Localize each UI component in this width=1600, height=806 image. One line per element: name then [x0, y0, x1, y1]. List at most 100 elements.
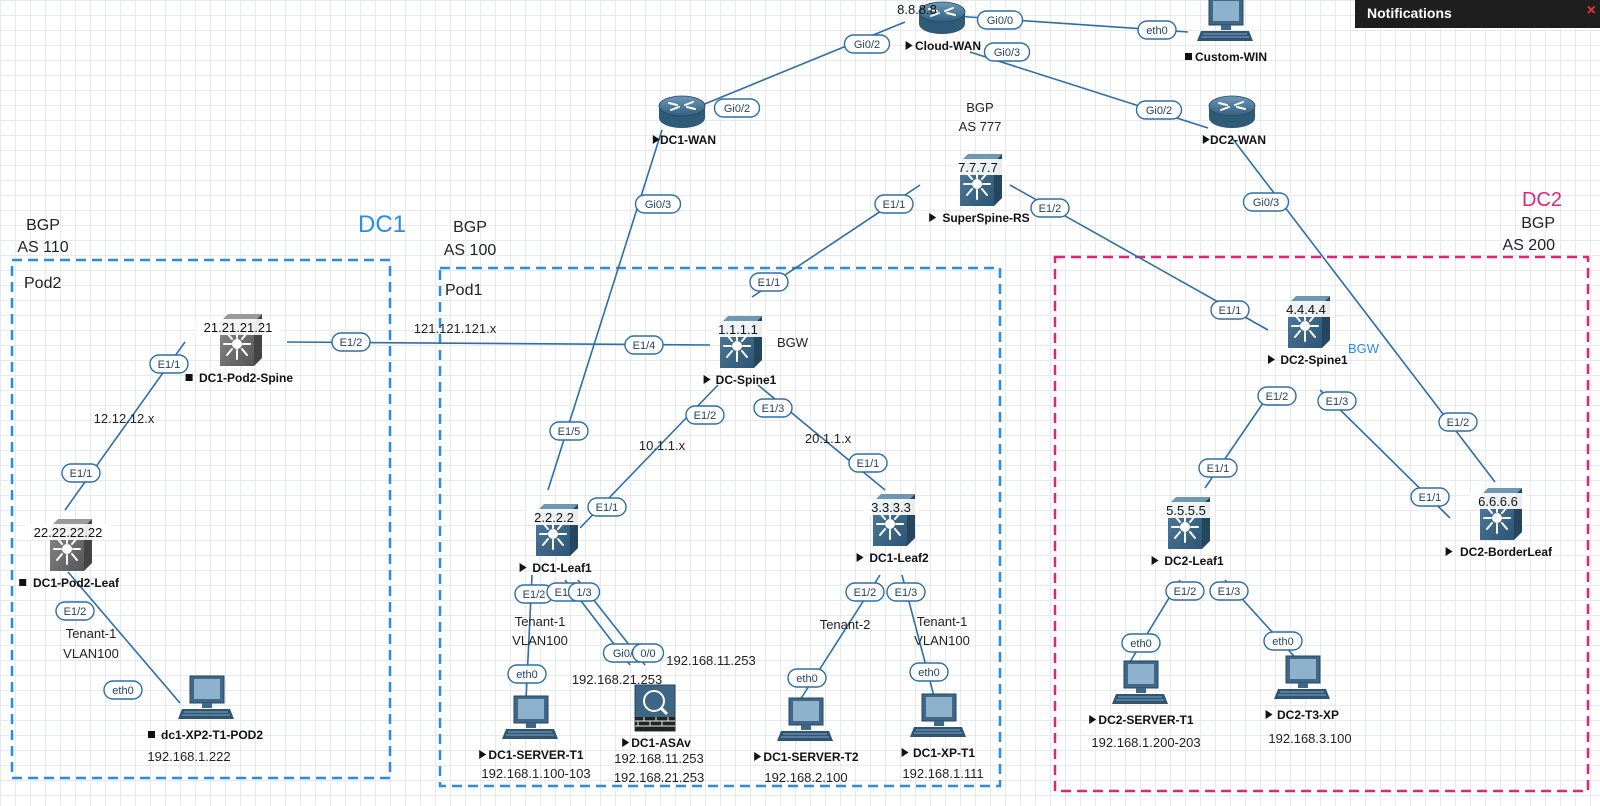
interface-name: Gi0/2 [854, 39, 880, 51]
label-ip-asav-1: 192.168.11.253 [614, 751, 703, 766]
interface-name: eth0 [1146, 25, 1167, 37]
interface-i19[interactable]: E1/5 [549, 421, 589, 441]
interface-i11[interactable]: E1/1 [1210, 300, 1250, 320]
interface-i5[interactable]: Gi0/3 [983, 42, 1031, 62]
interface-name: E1/4 [633, 340, 656, 352]
region-boxes [10, 255, 1590, 793]
interface-i8[interactable]: Gi0/3 [634, 194, 682, 214]
interface-i2[interactable]: eth0 [1137, 20, 1177, 40]
interface-i9[interactable]: E1/1 [874, 194, 914, 214]
interface-name: E1/2 [1039, 203, 1062, 215]
interface-i36[interactable]: E1/2 [1438, 412, 1478, 432]
interface-i39[interactable]: E1/2 [1165, 581, 1205, 601]
device-dc1-server-t1[interactable]: DC1-SERVER-T1 [479, 695, 584, 762]
interface-pill [1121, 633, 1161, 653]
interface-i42[interactable]: eth0 [1263, 631, 1303, 651]
device-dc2-server-t1[interactable]: DC2-SERVER-T1 [1089, 660, 1194, 727]
device-address: 7.7.7.7 [958, 160, 998, 175]
interface-i37[interactable]: E1/1 [1198, 458, 1238, 478]
interface-i41[interactable]: eth0 [1121, 633, 1161, 653]
interface-i16[interactable]: E1/1 [61, 463, 101, 483]
device-dc2-wan[interactable]: DC2-WAN [1202, 95, 1266, 147]
interface-i20[interactable]: E1/2 [685, 405, 725, 425]
device-dc2-t3-xp[interactable]: DC2-T3-XP [1265, 655, 1339, 722]
notifications-title: Notifications [1367, 5, 1452, 21]
interface-i3[interactable]: Gi0/2 [843, 34, 891, 54]
device-dc1-xp-t1[interactable]: DC1-XP-T1 [901, 693, 976, 760]
interface-i10[interactable]: E1/2 [1030, 198, 1070, 218]
label-tenant2-leaf2: Tenant-2 [820, 617, 871, 632]
notifications-panel[interactable]: Notifications × [1355, 0, 1600, 28]
interface-name: E1/1 [70, 468, 93, 480]
interface-i33[interactable]: eth0 [909, 662, 949, 682]
interface-i17[interactable]: E1/2 [55, 601, 95, 621]
interface-pill [886, 582, 926, 602]
interface-i14[interactable]: E1/4 [624, 335, 664, 355]
interface-i6[interactable]: Gi0/2 [1135, 100, 1183, 120]
interface-i30[interactable]: E1/2 [845, 582, 885, 602]
interface-i23[interactable]: E1/1 [587, 497, 627, 517]
pod1-box [438, 266, 1002, 788]
device-custom-win[interactable]: Custom-WIN [1185, 0, 1267, 64]
interface-name: Gi0/2 [1146, 105, 1172, 117]
label-as-rs: AS 777 [959, 119, 1002, 134]
label-ip-server-t2: 192.168.2.100 [764, 770, 847, 785]
interface-i27[interactable]: eth0 [507, 664, 547, 684]
device-dc1-xp2[interactable]: dc1-XP2-T1-POD2 [148, 675, 263, 742]
interface-i13[interactable]: E1/2 [331, 332, 371, 352]
interface-i26[interactable]: 1/3 [567, 582, 601, 602]
interface-i15[interactable]: E1/1 [149, 354, 189, 374]
interface-i21[interactable]: E1/3 [753, 398, 793, 418]
interface-i1[interactable]: Gi0/0 [976, 10, 1024, 30]
interface-name: eth0 [796, 673, 817, 685]
interface-i29[interactable]: 0/0 [631, 643, 665, 663]
interface-i35[interactable]: E1/3 [1317, 391, 1357, 411]
running-state-icon [703, 375, 711, 384]
label-tenant1-pod2: Tenant-1 [66, 626, 117, 641]
label-vlan-leaf1: VLAN100 [512, 633, 568, 648]
interface-i34[interactable]: E1/2 [1257, 386, 1297, 406]
label-net-12: 12.12.12.x [94, 411, 155, 426]
label-bgw-dc1: BGW [777, 335, 809, 350]
interface-name: E1/1 [883, 199, 906, 211]
interface-name: E1/1 [1219, 305, 1242, 317]
device-name: DC1-Pod2-Spine [199, 371, 293, 385]
interface-i32[interactable]: eth0 [787, 668, 827, 688]
label-dc1-title: DC1 [358, 211, 406, 238]
interface-i22[interactable]: E1/1 [848, 453, 888, 473]
pc-icon [1111, 660, 1169, 705]
pc-icon [776, 697, 834, 742]
interface-i7[interactable]: Gi0/3 [1242, 192, 1290, 212]
device-address-bg [950, 159, 1006, 175]
device-address: 8.8.8.8 [897, 2, 937, 17]
label-as-dc2: AS 200 [1503, 237, 1556, 254]
interface-i40[interactable]: E1/3 [1209, 581, 1249, 601]
interface-pill [787, 668, 827, 688]
interface-i18[interactable]: eth0 [103, 680, 143, 700]
device-name: DC1-ASAv [631, 736, 691, 750]
interface-i12[interactable]: E1/1 [749, 272, 789, 292]
interface-i4[interactable]: Gi0/2 [713, 98, 761, 118]
interface-i38[interactable]: E1/1 [1410, 487, 1450, 507]
interface-pill [1209, 581, 1249, 601]
interface-name: E1/2 [1174, 586, 1197, 598]
running-state-icon [1265, 710, 1273, 719]
device-dc1-wan[interactable]: DC1-WAN [652, 95, 716, 147]
interface-pill [1438, 412, 1478, 432]
close-icon[interactable]: × [1586, 2, 1596, 19]
label-ip-asav-2: 192.168.21.253 [614, 770, 704, 785]
device-dc1-server-t2[interactable]: DC1-SERVER-T2 [754, 697, 859, 764]
device-dc1-asav[interactable]: DC1-ASAv [622, 683, 691, 750]
interface-i31[interactable]: E1/3 [886, 582, 926, 602]
device-dc-spine1[interactable]: 1.1.1.1DC-Spine1 [703, 315, 777, 387]
